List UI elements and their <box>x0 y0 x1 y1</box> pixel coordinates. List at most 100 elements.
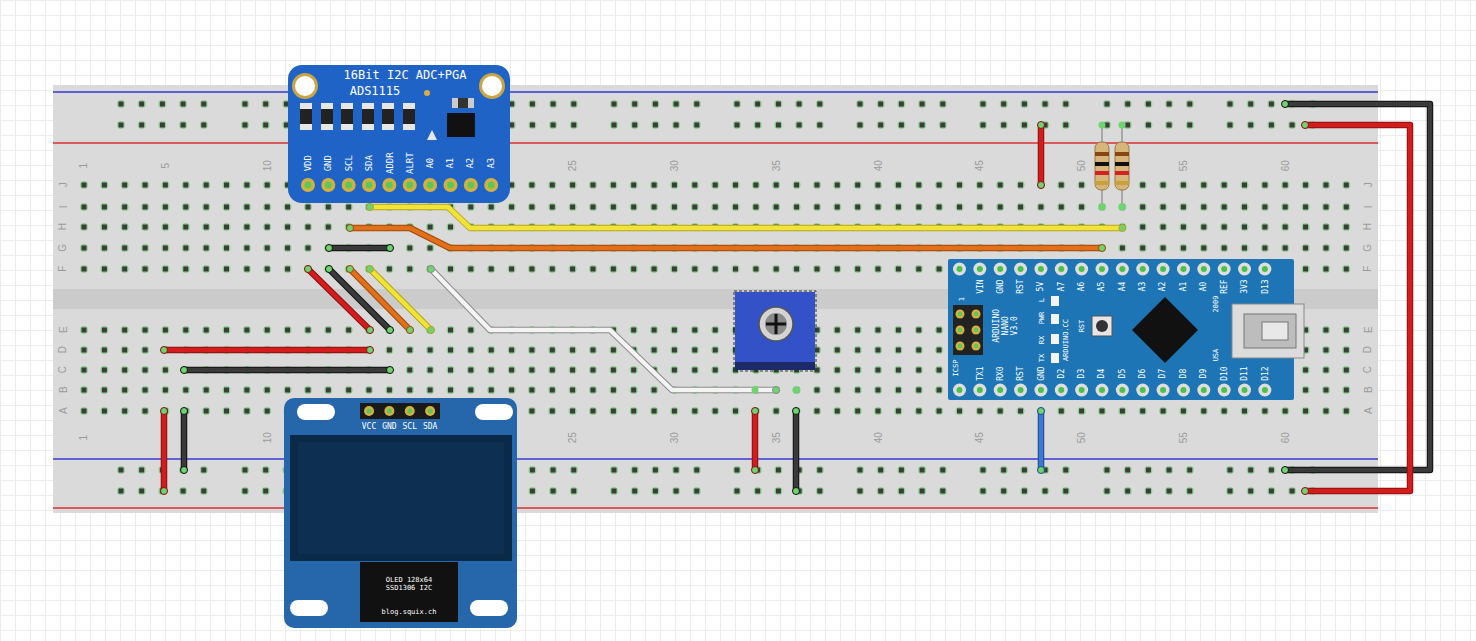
board-dot <box>424 90 430 96</box>
icsp-pin <box>956 310 965 319</box>
potentiometer-knob <box>759 307 793 341</box>
pin-label: ADDR <box>384 152 394 174</box>
breadboard-index: H <box>57 223 69 230</box>
icsp-header <box>953 305 983 355</box>
pin-pad-center <box>1099 266 1105 272</box>
breadboard-index: G <box>57 244 69 252</box>
resistor-symbol <box>1095 142 1109 190</box>
pin-pad-center <box>1038 266 1044 272</box>
pin-pad <box>994 263 1007 276</box>
header-pad-center <box>406 182 413 189</box>
pin-pad <box>1258 384 1271 397</box>
wire-end <box>428 327 435 334</box>
ribbon-label <box>360 562 458 622</box>
breadboard-index: 55 <box>1178 432 1190 443</box>
pin-pad-center <box>1221 266 1227 272</box>
mounting-hole <box>292 73 318 99</box>
wire-end <box>347 266 354 273</box>
wire-end <box>1038 182 1045 189</box>
breadboard-index: 1 <box>78 163 90 169</box>
wire <box>431 269 776 390</box>
pin-label: A1 <box>1179 282 1188 292</box>
pin-pad-center <box>1242 266 1248 272</box>
resistor-band <box>1115 152 1129 156</box>
wire-outline <box>184 367 390 374</box>
header-pad <box>362 178 376 192</box>
pin-label: GND <box>382 422 396 431</box>
pin-label: D5 <box>1118 369 1127 379</box>
breadboard-index: C <box>57 366 69 373</box>
pin-pad-center <box>1242 387 1248 393</box>
header-pad-center <box>386 182 393 189</box>
pin-pad <box>1116 384 1129 397</box>
pin-label: REF <box>1220 280 1229 294</box>
mounting-hole <box>297 404 335 420</box>
breadboard-index: 10 <box>262 432 274 443</box>
pin-label: ARDUINO NANO V3.0 <box>992 307 1020 345</box>
pin-pad <box>973 384 986 397</box>
breadboard-index: F <box>1362 266 1374 272</box>
wire <box>1039 411 1044 470</box>
pin-pad <box>1177 263 1190 276</box>
pin-header <box>360 403 440 419</box>
pin-pad-center <box>1018 387 1024 393</box>
smd-resistor-body <box>341 109 353 124</box>
header-pin <box>384 406 394 416</box>
wire-end <box>305 266 312 273</box>
breadboard-index: 60 <box>1280 160 1292 171</box>
lead-end <box>1099 122 1106 129</box>
wire-outline <box>370 269 431 330</box>
breadboard-index: 60 <box>1280 432 1292 443</box>
mounting-hole <box>475 404 513 420</box>
header-pad-center <box>366 182 373 189</box>
wire <box>162 411 167 491</box>
pin-pad-center <box>1099 387 1105 393</box>
pin-label: D2 <box>1057 369 1066 379</box>
oled-screen-area <box>298 442 504 554</box>
pin-label: D4 <box>1097 369 1106 379</box>
mounting-hole-center <box>295 76 315 96</box>
breadboard-index: G <box>1362 244 1374 252</box>
icsp-pin <box>972 326 981 335</box>
wire-end <box>1302 122 1309 129</box>
pin-pad <box>1014 263 1027 276</box>
icsp-pin-center <box>974 312 979 317</box>
pin-pad-center <box>1160 266 1166 272</box>
pin-pad <box>973 263 986 276</box>
icsp-pin-center <box>958 328 963 333</box>
breadboard-index: A <box>1362 408 1374 415</box>
header-pad <box>443 178 457 192</box>
pin-label: GND <box>323 155 333 171</box>
pin-pad-center <box>1262 266 1268 272</box>
breadboard-index: 45 <box>974 432 986 443</box>
icsp-pin <box>956 342 965 351</box>
pin-pad <box>953 263 966 276</box>
wire <box>794 411 799 491</box>
pin-pad-center <box>977 387 983 393</box>
pin-pad-center <box>1201 387 1207 393</box>
pin-label: D8 <box>1179 369 1188 379</box>
breadboard-index: 35 <box>771 432 783 443</box>
wire-end <box>367 347 374 354</box>
mounting-hole <box>479 73 505 99</box>
breadboard-index: 1 <box>78 435 90 441</box>
wire <box>753 411 758 470</box>
breadboard-index: 35 <box>771 160 783 171</box>
lead-end <box>1099 204 1106 211</box>
wire-end <box>161 408 168 415</box>
icsp-pin-center <box>958 344 963 349</box>
icsp-pin-center <box>958 312 963 317</box>
pin-pad-center <box>1079 387 1085 393</box>
oled-display-module: VCCGNDSCLSDAOLED 128x64 SSD1306 I2Cblog.… <box>284 398 517 628</box>
status-led <box>1051 314 1059 324</box>
pin-pad <box>1034 263 1047 276</box>
header-pad <box>484 178 498 192</box>
icsp-pin-center <box>974 344 979 349</box>
pin-label: D6 <box>1138 369 1147 379</box>
pin-pad <box>1157 384 1170 397</box>
mounting-hole <box>470 600 508 616</box>
pin-pad-center <box>1038 387 1044 393</box>
breadboard-index: J <box>57 183 69 188</box>
icsp-pin <box>956 326 965 335</box>
arduino-nano-board: VINGNDRST5VA7A6A5A4A3A2A1A0REF3V3D13TX1R… <box>948 259 1294 400</box>
